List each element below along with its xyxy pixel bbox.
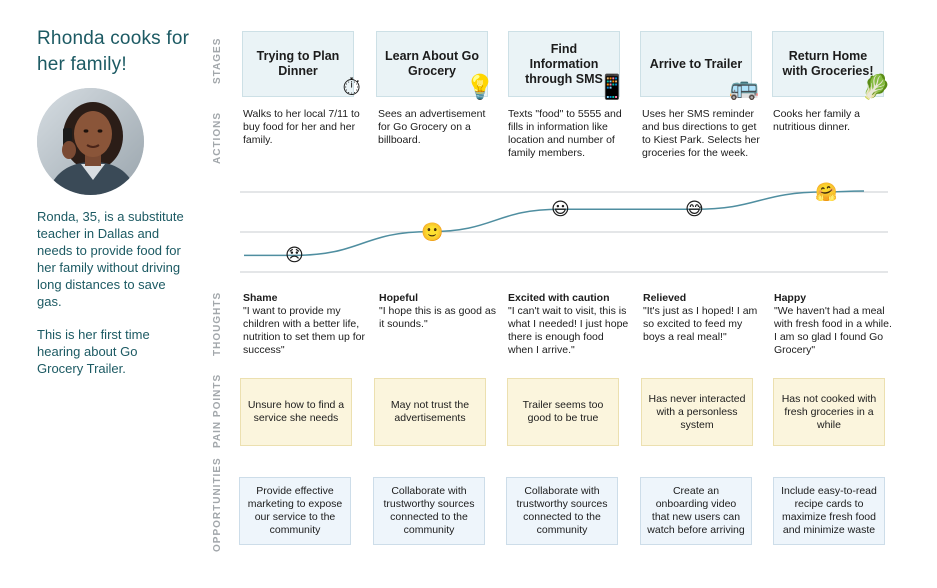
stage-find-information-through-sms: Find Information through SMS 📱 bbox=[508, 31, 627, 100]
thought-block: Happy "We haven't had a meal with fresh … bbox=[774, 292, 896, 357]
bus-icon: 🚌 bbox=[729, 74, 759, 101]
stage-trying-to-plan-dinner: Trying to Plan Dinner ⏱ bbox=[242, 31, 361, 100]
pain-point-card: Unsure how to find a service she needs bbox=[240, 378, 352, 446]
persona-photo bbox=[37, 88, 144, 195]
opportunity-text: Collaborate with trustworthy sources con… bbox=[383, 485, 475, 536]
pain-point-text: May not trust the advertisements bbox=[390, 399, 470, 424]
emotion-face-relieved: 😅 bbox=[685, 199, 704, 220]
thought-block: Relieved "It's just as I hoped! I am so … bbox=[643, 292, 765, 344]
pain-point-text: Has not cooked with fresh groceries in a… bbox=[781, 392, 877, 431]
pain-point-text: Has never interacted with a personless s… bbox=[648, 392, 746, 431]
mobile-phone-icon: 📱 bbox=[597, 74, 627, 101]
stage-return-home-with-groceries: Return Home with Groceries! 🥬 bbox=[772, 31, 891, 100]
opportunity-card: Collaborate with trustworthy sources con… bbox=[373, 477, 485, 545]
thought-quote: "I hope this is as good as it sounds." bbox=[379, 305, 496, 330]
stage-learn-about-go-grocery: Learn About Go Grocery 💡 bbox=[376, 31, 495, 100]
thought-block: Shame "I want to provide my children wit… bbox=[243, 292, 365, 357]
emotion-curve-chart: 😞 🙂 😃 😅 🤗 bbox=[240, 182, 888, 280]
opportunity-card: Collaborate with trustworthy sources con… bbox=[506, 477, 618, 545]
opportunity-text: Include easy-to-read recipe cards to max… bbox=[781, 485, 877, 536]
persona-avatar bbox=[37, 88, 144, 195]
emotion-face-hopeful: 🙂 bbox=[421, 221, 444, 242]
row-label-stages: STAGES bbox=[212, 37, 223, 84]
emotion-face-happy: 🤗 bbox=[815, 182, 838, 202]
thought-quote: "I can't wait to visit, this is what I n… bbox=[508, 305, 629, 356]
row-label-pain-points: PAIN POINTS bbox=[212, 373, 223, 448]
emotion-label: Happy bbox=[774, 292, 807, 304]
pain-point-text: Trailer seems too good to be true bbox=[522, 399, 604, 424]
pain-point-card: Trailer seems too good to be true bbox=[507, 378, 619, 446]
opportunity-card: Create an onboarding video that new user… bbox=[640, 477, 752, 545]
emotion-face-shame: 😞 bbox=[285, 245, 304, 266]
stage-title: Learn About Go Grocery bbox=[385, 49, 479, 78]
row-label-opportunities: OPPORTUNITIES bbox=[212, 457, 223, 552]
thought-quote: "We haven't had a meal with fresh food i… bbox=[774, 305, 892, 356]
stage-title: Return Home with Groceries! bbox=[782, 49, 874, 78]
emotion-face-excited: 😃 bbox=[551, 199, 570, 220]
thought-quote: "I want to provide my children with a be… bbox=[243, 305, 365, 356]
emotion-label: Shame bbox=[243, 292, 278, 304]
row-label-thoughts: THOUGHTS bbox=[212, 291, 223, 356]
pain-point-card: May not trust the advertisements bbox=[374, 378, 486, 446]
lightbulb-icon: 💡 bbox=[465, 74, 495, 101]
pain-point-card: Has not cooked with fresh groceries in a… bbox=[773, 378, 885, 446]
action-text: Sees an advertisement for Go Grocery on … bbox=[378, 108, 486, 146]
pain-point-card: Has never interacted with a personless s… bbox=[641, 378, 753, 446]
opportunity-text: Collaborate with trustworthy sources con… bbox=[516, 485, 608, 536]
opportunity-card: Provide effective marketing to expose ou… bbox=[239, 477, 351, 545]
emotion-label: Excited with caution bbox=[508, 292, 610, 304]
stage-title: Find Information through SMS bbox=[525, 41, 603, 86]
stage-title: Arrive to Trailer bbox=[649, 56, 743, 71]
stage-title: Trying to Plan Dinner bbox=[256, 49, 340, 78]
persona-title: Rhonda cooks for her family! bbox=[37, 28, 190, 75]
stopwatch-icon: ⏱ bbox=[342, 74, 361, 101]
emotion-curve-svg bbox=[240, 190, 888, 273]
action-text: Texts "food" to 5555 and fills in inform… bbox=[508, 108, 622, 159]
action-text: Cooks her family a nutritious dinner. bbox=[773, 108, 860, 133]
action-text: Walks to her local 7/11 to buy food for … bbox=[243, 108, 360, 146]
persona-note: This is her first time hearing about Go … bbox=[37, 327, 150, 376]
pain-point-text: Unsure how to find a service she needs bbox=[247, 399, 345, 424]
emotion-label: Relieved bbox=[643, 292, 687, 304]
opportunity-card: Include easy-to-read recipe cards to max… bbox=[773, 477, 885, 545]
persona-description: Ronda, 35, is a substitute teacher in Da… bbox=[37, 209, 184, 309]
row-label-actions: ACTIONS bbox=[212, 112, 223, 164]
emotion-curve-line bbox=[243, 190, 865, 257]
action-text: Uses her SMS reminder and bus directions… bbox=[642, 108, 760, 159]
lettuce-icon: 🥬 bbox=[861, 74, 891, 101]
opportunity-text: Provide effective marketing to expose ou… bbox=[247, 485, 343, 536]
thought-block: Hopeful "I hope this is as good as it so… bbox=[379, 292, 501, 331]
thought-quote: "It's just as I hoped! I am so excited t… bbox=[643, 305, 758, 343]
persona-description-block: Ronda, 35, is a substitute teacher in Da… bbox=[37, 208, 187, 393]
emotion-label: Hopeful bbox=[379, 292, 419, 304]
stage-arrive-to-trailer: Arrive to Trailer 🚌 bbox=[640, 31, 759, 100]
thought-block: Excited with caution "I can't wait to vi… bbox=[508, 292, 630, 357]
opportunity-text: Create an onboarding video that new user… bbox=[647, 485, 745, 536]
